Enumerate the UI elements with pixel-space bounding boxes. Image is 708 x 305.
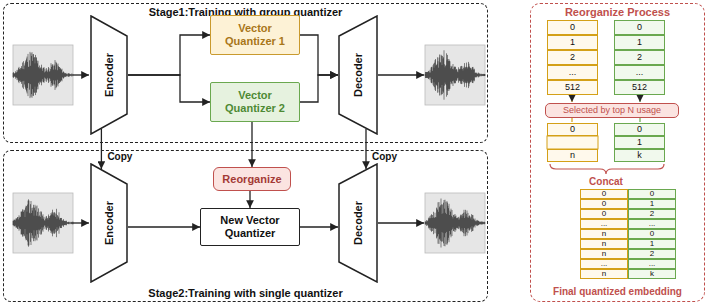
process-box: Vector Quantizer 1: [210, 15, 300, 55]
codebook-cell: 1: [614, 136, 665, 149]
signal-arrow: [73, 74, 89, 75]
flow-arrow: [365, 129, 366, 169]
flow-arrow: [128, 226, 200, 227]
codebook-cell: 2: [628, 249, 676, 259]
select-arrow: [639, 95, 640, 102]
flow-arrow: [251, 122, 252, 167]
codebook-cell: ...: [547, 65, 598, 80]
block-label: Decoder: [352, 201, 364, 245]
signal-arrow: [73, 222, 89, 223]
codebook-cell: 1: [628, 199, 676, 209]
flow-arrow: [300, 75, 338, 102]
codebook-cell: n: [580, 269, 628, 279]
codebook-cell: n: [547, 149, 598, 162]
codebook-cell: 512: [614, 80, 665, 95]
region-title: Stage2:Training with single quantizer: [4, 287, 487, 299]
waveform-frame: [13, 193, 73, 253]
concat-brace: [550, 164, 664, 174]
flow-arrow: [300, 35, 338, 75]
codebook-cell: k: [614, 149, 665, 162]
codebook-cell: ...: [580, 259, 628, 269]
codebook-cell: 2: [628, 209, 676, 219]
codebook-cell: k: [628, 269, 676, 279]
select-arrow: [639, 118, 640, 122]
stage-region: Stage2:Training with single quantizer Enc…: [3, 150, 488, 302]
box-label: Vector Quantizer 1: [216, 22, 294, 47]
waveform: [425, 50, 485, 99]
codebook-cell: 0: [628, 189, 676, 199]
process-box: Vector Quantizer 2: [210, 82, 300, 122]
codebook-cell: 2: [614, 50, 665, 65]
box-label: Selected by top N usage: [563, 105, 661, 115]
box-label: Vector Quantizer 2: [216, 89, 294, 114]
panel-note: Final quantized embedding: [535, 286, 700, 298]
trapezoid-shape: [339, 16, 377, 134]
signal-arrow: [378, 74, 424, 75]
codebook-cell: ...: [628, 219, 676, 229]
codebook-cell: ...: [628, 259, 676, 269]
process-box: New Vector Quantizer: [200, 208, 300, 246]
encoder-block: Encoder: [90, 15, 128, 135]
codebook-cell: 0: [614, 123, 665, 136]
waveform: [13, 52, 73, 98]
block-label: Encoder: [103, 201, 115, 245]
block-label: Encoder: [103, 53, 115, 97]
codebook-cell: 1: [547, 35, 598, 50]
codebook-cell: n: [580, 229, 628, 239]
codebook-cell: ...: [580, 219, 628, 229]
codebook-cell: 0: [580, 189, 628, 199]
encoder-block: Encoder: [90, 163, 128, 283]
panel-note: Concat: [566, 176, 646, 188]
codebook-cell: n: [580, 239, 628, 249]
select-arrow: [571, 95, 572, 102]
codebook-cell: 2: [547, 50, 598, 65]
flow-arrow: [249, 191, 250, 208]
codebook-cell: 1: [628, 239, 676, 249]
flow-arrow: [128, 75, 210, 102]
codebook-cell: 0: [628, 229, 676, 239]
box-label: Reorganize: [222, 173, 281, 186]
codebook-cell: 0: [614, 20, 665, 35]
codebook-cell: 0: [547, 123, 598, 136]
waveform: [425, 199, 485, 248]
edge-label: Copy: [371, 151, 398, 162]
codebook-cell: 512: [547, 80, 598, 95]
trapezoid-shape: [339, 164, 377, 282]
waveform-frame: [425, 193, 485, 253]
waveform: [13, 199, 73, 246]
codebook-cell: 1: [614, 35, 665, 50]
codebook-cell: 0: [547, 20, 598, 35]
waveform-frame: [13, 45, 73, 105]
process-box: Selected by top N usage: [545, 103, 679, 118]
signal-arrow: [378, 222, 424, 223]
codebook-cell: n: [580, 249, 628, 259]
codebook-cell: ...: [614, 65, 665, 80]
edge-label: Copy: [106, 151, 133, 162]
trapezoid-shape: [91, 16, 127, 134]
flow-arrow: [101, 129, 102, 169]
region-title: Reorganize Process: [531, 6, 704, 18]
flow-arrow: [128, 35, 210, 75]
decoder-block: Decoder: [338, 163, 378, 283]
select-arrow: [571, 118, 572, 122]
box-label: New Vector Quantizer: [205, 214, 295, 239]
block-label: Decoder: [352, 53, 364, 97]
codebook-cell: 0: [580, 199, 628, 209]
flow-arrow: [300, 226, 338, 227]
trapezoid-shape: [91, 164, 127, 282]
process-box: Reorganize: [213, 167, 291, 191]
codebook-cell: 0: [580, 209, 628, 219]
decoder-block: Decoder: [338, 15, 378, 135]
stage-region: Stage1:Training with group quantizerEnco…: [3, 3, 488, 143]
waveform-frame: [425, 45, 485, 105]
codebook-cell: [547, 136, 598, 149]
